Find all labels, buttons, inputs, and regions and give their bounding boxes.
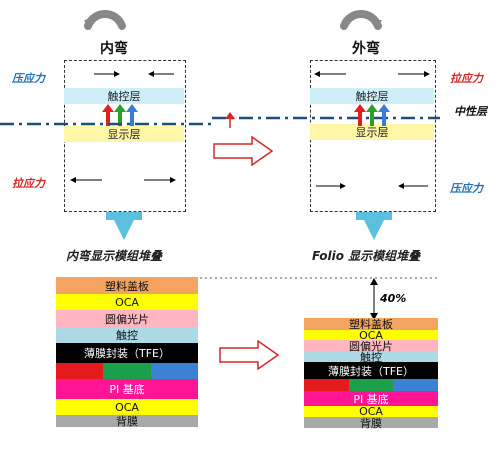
right-outline-arrow-icon [213, 136, 274, 166]
right-stack-pixel-red [304, 379, 349, 391]
right-funnel-arrow [356, 212, 392, 240]
left-stack-layer: OCA [56, 294, 198, 310]
right-stack-layer: OCA [304, 329, 438, 342]
left-touch-layer: 触控层 [64, 88, 184, 104]
right-outline-arrow-icon-2 [219, 340, 280, 370]
left-stack-layer: 塑料盖板 [56, 277, 198, 294]
right-stack-layer: 背膜 [304, 417, 438, 430]
right-neutral-label: 中性层 [454, 105, 487, 118]
right-tension-arrows [314, 71, 430, 77]
right-compress-arrows [316, 183, 428, 189]
right-stack-layer: 塑料盖板 [304, 318, 438, 331]
left-stack-layer: 触控 [56, 327, 198, 343]
left-stack-title: 内弯显示模组堆叠 [66, 249, 163, 263]
right-rgb-arrows [354, 104, 390, 126]
left-stack-layer: 薄膜封装（TFE） [56, 343, 198, 363]
small-up-arrow-icon [225, 112, 235, 128]
neutral-line [0, 116, 440, 126]
right-stack-layer: OCA [304, 405, 438, 418]
left-compress-label: 压应力 [12, 72, 45, 85]
reduction-indicator [200, 277, 440, 320]
right-stack-pixel-blue [393, 379, 438, 391]
left-stack-layer: OCA [56, 399, 198, 415]
left-stack-layer: PI 基底 [56, 379, 198, 399]
left-stack-pixel-green [103, 363, 151, 379]
left-stack-pixel-blue [150, 363, 198, 379]
right-display-layer: 显示层 [310, 124, 434, 140]
left-tension-arrows [70, 177, 176, 183]
right-stack-layer: PI 基底 [304, 391, 438, 406]
left-title: 内弯 [100, 41, 128, 57]
right-stack-layer: 圆偏光片 [304, 340, 438, 353]
left-compress-arrows [94, 71, 174, 77]
left-stack-pixel-red [56, 363, 104, 379]
left-stack-layer: 背膜 [56, 415, 198, 428]
left-stack-layer: 圆偏光片 [56, 310, 198, 327]
curved-arrow-icon [84, 10, 126, 30]
left-display-layer: 显示层 [64, 126, 184, 142]
right-tension-label: 拉应力 [450, 72, 483, 85]
right-title: 外弯 [352, 41, 380, 57]
right-compress-label: 压应力 [450, 182, 483, 195]
right-stack-pixel-green [348, 379, 394, 391]
reduction-label: 40% [380, 292, 407, 305]
right-stack-layer: 薄膜封装（TFE） [304, 362, 438, 379]
left-funnel-arrow [106, 212, 142, 240]
right-touch-layer: 触控层 [310, 88, 434, 104]
left-tension-label: 拉应力 [12, 177, 45, 190]
curved-arrow-icon-right [340, 10, 382, 30]
right-stack-title: Folio 显示模组堆叠 [312, 249, 421, 263]
right-stack-layer: 触控 [304, 351, 438, 364]
